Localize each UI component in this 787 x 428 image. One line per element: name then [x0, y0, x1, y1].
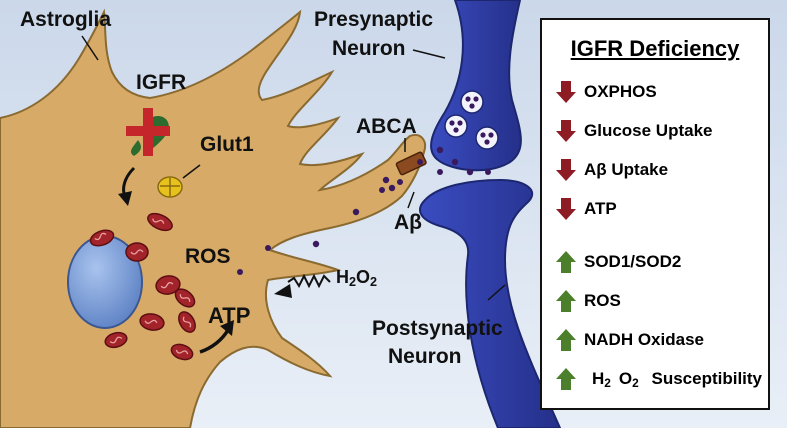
postsynaptic-pointer — [487, 284, 506, 301]
presynaptic-label-line1: Presynaptic — [314, 8, 434, 31]
up-arrow-icon — [556, 368, 576, 390]
down-arrow-icon — [556, 159, 576, 181]
atp-label: ATP — [208, 303, 251, 328]
synaptic-vesicles — [444, 90, 499, 150]
igfr-label: IGFR — [136, 71, 187, 94]
up-arrow-icon — [556, 329, 576, 351]
postsynaptic-label-line2: Neuron — [388, 345, 462, 368]
presynaptic-pointer — [412, 49, 446, 59]
up-arrow-icon — [556, 251, 576, 273]
glut1-transporter — [157, 176, 183, 198]
down-arrow-icon — [556, 198, 576, 220]
increase-item: ROS — [556, 289, 621, 313]
abeta-label: Aβ — [394, 211, 422, 234]
abca-label: ABCA — [356, 115, 417, 138]
curved-arrow-atp — [199, 329, 230, 354]
igfr-deficiency-panel: IGFR Deficiency OXPHOS Glucose Uptake Aβ… — [540, 18, 770, 410]
abeta-pointer — [407, 191, 415, 209]
down-arrow-icon — [556, 81, 576, 103]
mitochondria — [89, 212, 196, 361]
down-arrow-icon — [556, 120, 576, 142]
glut1-pointer — [182, 164, 201, 179]
astroglia-pointer — [81, 35, 99, 61]
decrease-item: ATP — [556, 197, 617, 221]
panel-title: IGFR Deficiency — [570, 36, 740, 61]
increase-item: SOD1/SOD2 — [556, 250, 681, 274]
glut1-label: Glut1 — [200, 133, 254, 156]
increase-item: NADH Oxidase — [556, 328, 704, 352]
postsynaptic-neuron — [419, 178, 562, 428]
decrease-item: Glucose Uptake — [556, 119, 713, 143]
up-arrow-icon — [556, 290, 576, 312]
decrease-item: OXPHOS — [556, 80, 657, 104]
ros-label: ROS — [185, 245, 231, 268]
h2o2-wave-arrow — [287, 273, 331, 289]
igfr-receptor — [126, 108, 170, 156]
presynaptic-label-line2: Neuron — [332, 37, 406, 60]
astroglia-label: Astroglia — [20, 8, 112, 31]
h2o2-label: H2O2 — [336, 267, 378, 290]
postsynaptic-label-line1: Postsynaptic — [372, 317, 503, 340]
abca-transporter — [395, 151, 427, 176]
decrease-item: Aβ Uptake — [556, 158, 668, 182]
abeta-dots — [237, 146, 491, 275]
